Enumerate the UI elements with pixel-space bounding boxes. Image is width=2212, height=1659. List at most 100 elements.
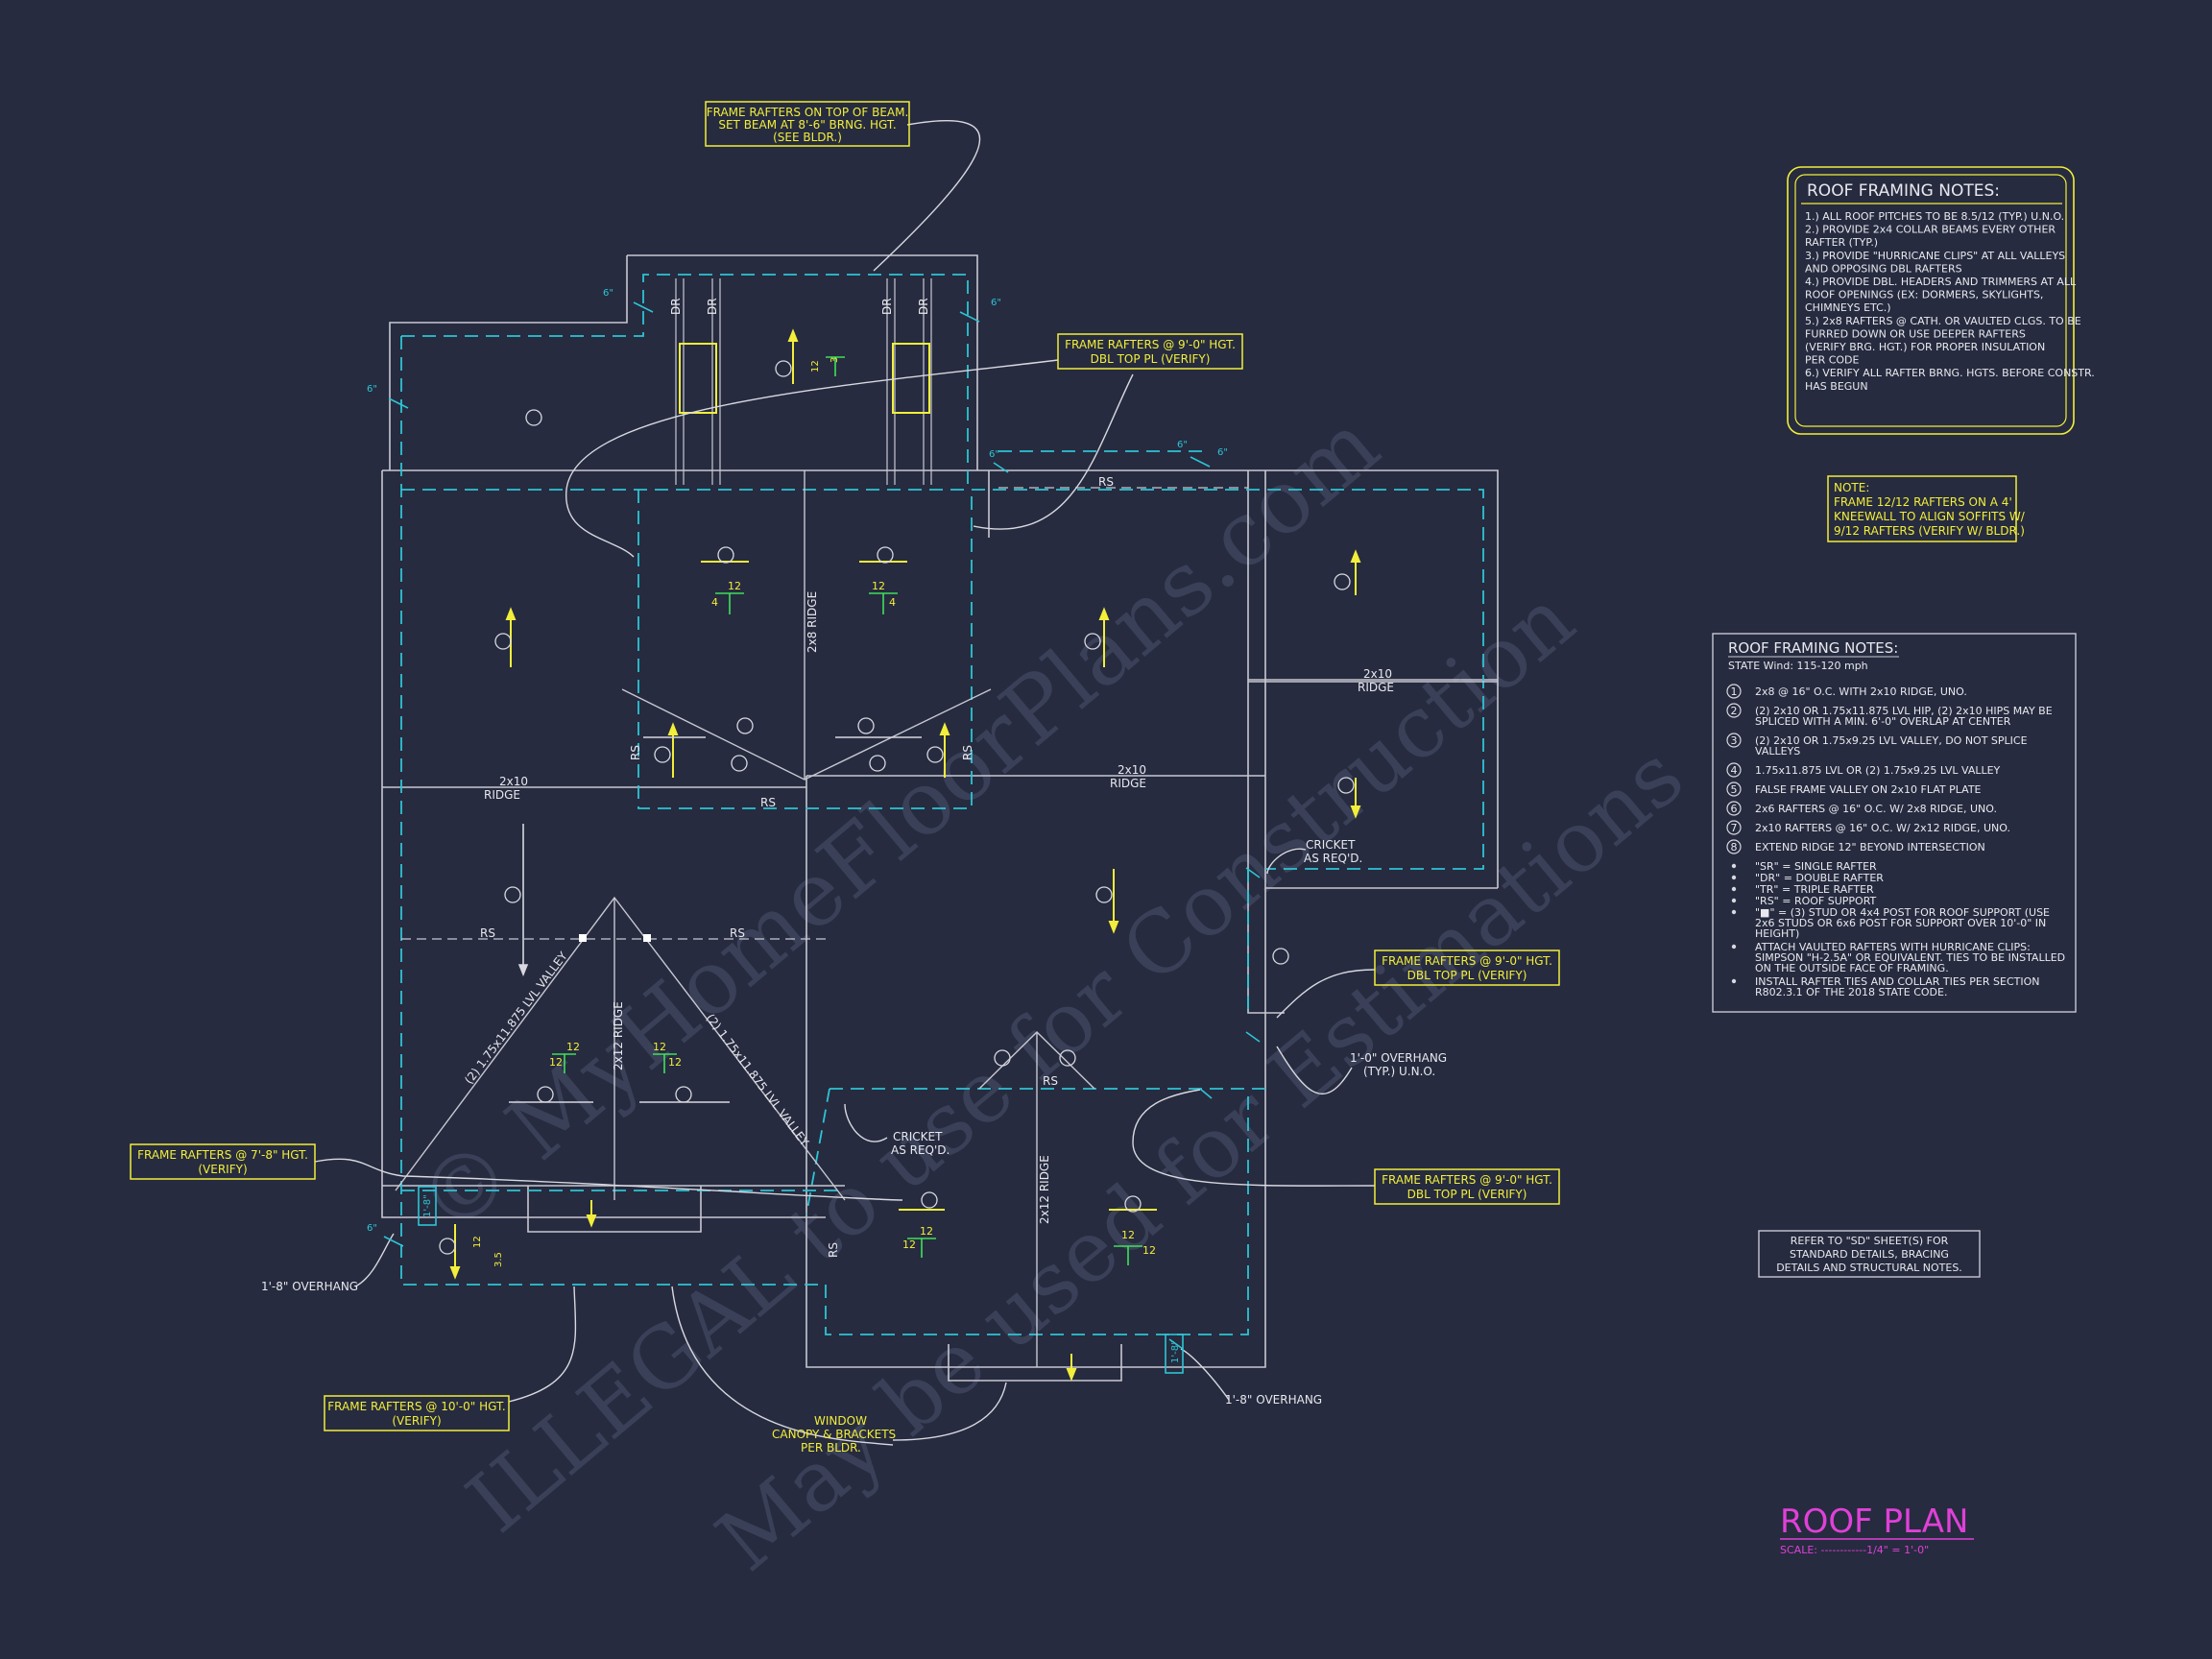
- notes1-line: 6.) VERIFY ALL RAFTER BRNG. HGTS. BEFORE…: [1805, 367, 2095, 379]
- svg-text:DBL TOP PL (VERIFY): DBL TOP PL (VERIFY): [1407, 969, 1527, 982]
- title-scale: SCALE: ------------1/4" = 1'-0": [1780, 1544, 1929, 1556]
- note-number: 6: [1731, 803, 1738, 815]
- svg-text:DBL TOP PL (VERIFY): DBL TOP PL (VERIFY): [1091, 352, 1211, 366]
- pitch-rise: 12: [810, 360, 821, 373]
- note-number: 7: [1731, 822, 1738, 834]
- eave-lines: [400, 274, 1484, 1335]
- overhang-b: 1'-8" OVERHANG: [1225, 1393, 1322, 1407]
- note-number-circle: [1726, 820, 1742, 835]
- callout-hgt-10: FRAME RAFTERS @ 10'-0" HGT. (VERIFY): [324, 1395, 510, 1431]
- svg-text:FRAME RAFTERS ON TOP OF BEAM.: FRAME RAFTERS ON TOP OF BEAM.: [707, 106, 909, 119]
- svg-text:(SEE BLDR.): (SEE BLDR.): [773, 131, 842, 144]
- note-number-circle: [1726, 839, 1742, 854]
- six-inch-dim: 6": [1217, 447, 1228, 458]
- support-post: [579, 934, 587, 942]
- notes1-line: (VERIFY BRG. HGT.) FOR PROPER INSULATION: [1805, 341, 2045, 353]
- note-bullet-text: ATTACH VAULTED RAFTERS WITH HURRICANE CL…: [1755, 941, 2031, 953]
- slope-arrows: [449, 328, 1361, 1382]
- six-inch-dim: 6": [367, 384, 377, 395]
- notes1-line: CHIMNEYS ETC.): [1805, 301, 1891, 314]
- rs-label: RS: [1098, 475, 1114, 489]
- six-inch-dim: 6": [1177, 440, 1188, 450]
- ridge-2x8-label: 2x8 RIDGE: [805, 591, 819, 653]
- overhang-typ-2: (TYP.) U.N.O.: [1363, 1065, 1435, 1078]
- pitch-rise: 12: [920, 1225, 933, 1238]
- note-bullet-text: "■" = (3) STUD OR 4x4 POST FOR ROOF SUPP…: [1755, 906, 2050, 919]
- callout-dbl-top-2: FRAME RAFTERS @ 9'-0" HGT. DBL TOP PL (V…: [1374, 950, 1560, 986]
- note-item-text: SPLICED WITH A MIN. 6'-0" OVERLAP AT CEN…: [1755, 715, 2011, 728]
- rs-label: RS: [760, 796, 776, 809]
- pitch-run: 4: [889, 596, 896, 609]
- note-bullet-text: 2x6 STUDS OR 6x6 POST FOR SUPPORT OVER 1…: [1755, 917, 2046, 929]
- ridge-2x12-a-label: 2x12 RIDGE: [612, 1001, 625, 1070]
- overhang-typ-1: 1'-0" OVERHANG: [1350, 1051, 1447, 1065]
- note-number: 3: [1731, 734, 1738, 747]
- note-number-circle: [1726, 801, 1742, 816]
- rs-label: RS: [480, 926, 495, 940]
- roof-framing-notes-1: ROOF FRAMING NOTES: 1.) ALL ROOF PITCHES…: [1787, 166, 2095, 435]
- beam-right: [892, 343, 930, 414]
- pitch-rise: 12: [566, 1041, 580, 1053]
- wall-top-left: [389, 255, 628, 470]
- one-eight-dim: 1'-8": [422, 1194, 433, 1217]
- pitch-rise: 12: [1121, 1229, 1135, 1241]
- notes1-line: AND OPPOSING DBL RAFTERS: [1805, 262, 1962, 275]
- note-bullet-text: INSTALL RAFTER TIES AND COLLAR TIES PER …: [1755, 975, 2039, 988]
- callout-beam: FRAME RAFTERS ON TOP OF BEAM. SET BEAM A…: [705, 101, 910, 147]
- rs-label: RS: [730, 926, 745, 940]
- pitch-run: 3: [830, 357, 840, 363]
- callout-kneewall: NOTE: FRAME 12/12 RAFTERS ON A 4' KNEEWA…: [1827, 475, 2026, 542]
- pitch-run: 3.5: [493, 1252, 504, 1267]
- ridge-2x10-c-1: 2x10: [1363, 667, 1392, 681]
- pitch-run: 4: [711, 596, 718, 609]
- plan-labels: 2x10 RIDGE 2x10 RIDGE 2x10 RIDGE 2x8 RID…: [261, 288, 1447, 1455]
- ridge-2x12-b-label: 2x12 RIDGE: [1038, 1155, 1051, 1224]
- ridge-2x10-b-1: 2x10: [1118, 763, 1146, 777]
- six-inch-dim: 6": [989, 449, 999, 460]
- rs-label: RS: [1043, 1074, 1058, 1088]
- cricket-2-l2: AS REQ'D.: [891, 1143, 950, 1157]
- six-inch-dim: 6": [603, 288, 613, 299]
- note-item-text: FALSE FRAME VALLEY ON 2x10 FLAT PLATE: [1755, 783, 1982, 796]
- cricket-2-l1: CRICKET: [893, 1130, 943, 1143]
- bullet-dot: [1731, 978, 1737, 984]
- callout-dbl-top-1: FRAME RAFTERS @ 9'-0" HGT. DBL TOP PL (V…: [1057, 333, 1243, 370]
- wall-top-porch: [627, 254, 978, 470]
- note-number-circle: [1726, 684, 1742, 699]
- watermark: © MyHomeFloorPlans.com ILLEGAL to use fo…: [398, 393, 1701, 1590]
- svg-text:FRAME RAFTERS @ 7'-8" HGT.: FRAME RAFTERS @ 7'-8" HGT.: [137, 1148, 308, 1162]
- title-roof-plan: ROOF PLAN: [1780, 1503, 1968, 1541]
- svg-text:FRAME RAFTERS @ 9'-0" HGT.: FRAME RAFTERS @ 9'-0" HGT.: [1382, 1173, 1552, 1187]
- note-number: 5: [1731, 783, 1738, 796]
- note-bullet-text: "TR" = TRIPLE RAFTER: [1755, 883, 1874, 896]
- note-bullet-text: HEIGHT): [1755, 927, 1799, 940]
- note-number: 8: [1731, 841, 1738, 854]
- notes1-line: PER CODE: [1805, 354, 1860, 367]
- refer-note: REFER TO "SD" SHEET(S) FOR STANDARD DETA…: [1758, 1230, 1981, 1278]
- six-inch-dim: 6": [367, 1223, 377, 1234]
- note-item-text: (2) 2x10 OR 1.75x9.25 LVL VALLEY, DO NOT…: [1755, 734, 2028, 747]
- notes1-title: ROOF FRAMING NOTES:: [1807, 181, 2000, 201]
- notes1-line: ROOF OPENINGS (EX: DORMERS, SKYLIGHTS,: [1805, 289, 2043, 301]
- note-number: 4: [1731, 764, 1738, 777]
- dr-label: DR: [880, 298, 894, 315]
- leader-lines: [314, 120, 1376, 1446]
- window-canopy-2: CANOPY & BRACKETS: [772, 1428, 896, 1441]
- svg-text:9/12 RAFTERS (VERIFY W/ BLDR.): 9/12 RAFTERS (VERIFY W/ BLDR.): [1834, 524, 2025, 538]
- one-eight-dim: 1'-8": [1170, 1340, 1181, 1363]
- note-item-text: VALLEYS: [1755, 745, 1800, 757]
- roof-framing-notes-2: ROOF FRAMING NOTES: STATE Wind: 115-120 …: [1712, 633, 2077, 1013]
- note-item-text: 2x6 RAFTERS @ 16" O.C. W/ 2x8 RIDGE, UNO…: [1755, 803, 1997, 815]
- svg-text:FRAME RAFTERS @ 9'-0" HGT.: FRAME RAFTERS @ 9'-0" HGT.: [1382, 954, 1552, 968]
- svg-text:FRAME RAFTERS @ 10'-0" HGT.: FRAME RAFTERS @ 10'-0" HGT.: [327, 1400, 505, 1413]
- wall-bump-left: [527, 1186, 702, 1233]
- note-number-circle: [1726, 703, 1742, 718]
- support-post: [643, 934, 651, 942]
- notes1-line: 5.) 2x8 RAFTERS @ CATH. OR VAULTED CLGS.…: [1805, 315, 2081, 327]
- note-number: 2: [1731, 705, 1738, 717]
- notes2-subtitle: STATE Wind: 115-120 mph: [1728, 660, 1868, 672]
- cricket-1-l2: AS REQ'D.: [1304, 852, 1362, 865]
- wall-outlines: [381, 254, 1499, 1382]
- overhang-a: 1'-8" OVERHANG: [261, 1280, 358, 1293]
